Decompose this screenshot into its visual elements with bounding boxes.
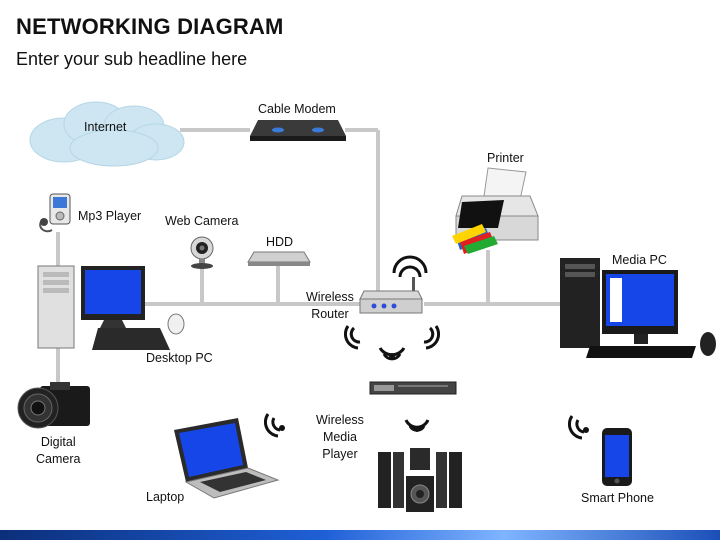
label-mp3-player: Mp3 Player bbox=[78, 209, 142, 223]
label-wireless-router-line1: Wireless bbox=[306, 290, 354, 304]
label-cable-modem: Cable Modem bbox=[258, 102, 336, 116]
label-media-player-line3: Player bbox=[322, 447, 358, 461]
label-media-player-line2: Media bbox=[322, 430, 357, 444]
label-hdd: HDD bbox=[266, 235, 294, 249]
label-digital-camera-line2: Camera bbox=[36, 452, 81, 466]
smart-phone-icon bbox=[602, 428, 632, 486]
mp3-player-icon bbox=[39, 193, 71, 233]
wireless-router-icon bbox=[359, 255, 428, 314]
label-internet: Internet bbox=[84, 120, 127, 134]
page-subtitle: Enter your sub headline here bbox=[16, 49, 248, 69]
wireless-media-player-icon bbox=[378, 448, 462, 512]
label-wireless-router-line2: Router bbox=[311, 307, 349, 321]
printer-icon bbox=[452, 167, 539, 254]
wifi-signal-icon bbox=[343, 325, 441, 361]
label-web-camera: Web Camera bbox=[165, 214, 239, 228]
desktop-pc-icon bbox=[37, 265, 185, 350]
cable-modem-icon bbox=[250, 120, 346, 141]
label-wireless-router: Wireless Router bbox=[306, 289, 354, 323]
label-desktop-pc: Desktop PC bbox=[146, 351, 213, 365]
label-media-player-line1: Wireless bbox=[316, 413, 364, 427]
label-media-pc: Media PC bbox=[612, 253, 667, 267]
laptop-icon bbox=[174, 418, 280, 499]
wifi-signal-icon bbox=[263, 413, 285, 438]
web-camera-icon bbox=[190, 236, 214, 269]
label-wireless-media-player: Wireless Media Player bbox=[316, 412, 364, 463]
hdd-icon bbox=[247, 251, 311, 266]
media-server-icon bbox=[369, 381, 457, 395]
page-title: NETWORKING DIAGRAM bbox=[16, 14, 284, 39]
label-laptop: Laptop bbox=[146, 490, 185, 504]
label-digital-camera: Digital Camera bbox=[36, 434, 80, 468]
cloud-icon bbox=[29, 101, 185, 167]
wifi-signal-icon bbox=[567, 415, 589, 440]
media-pc-icon bbox=[560, 258, 716, 358]
wifi-signal-icon bbox=[404, 419, 430, 432]
digital-camera-icon bbox=[17, 382, 90, 429]
label-printer: Printer bbox=[487, 151, 524, 165]
footer-bar bbox=[0, 530, 720, 540]
label-smart-phone: Smart Phone bbox=[581, 491, 654, 505]
label-digital-camera-line1: Digital bbox=[40, 435, 76, 449]
